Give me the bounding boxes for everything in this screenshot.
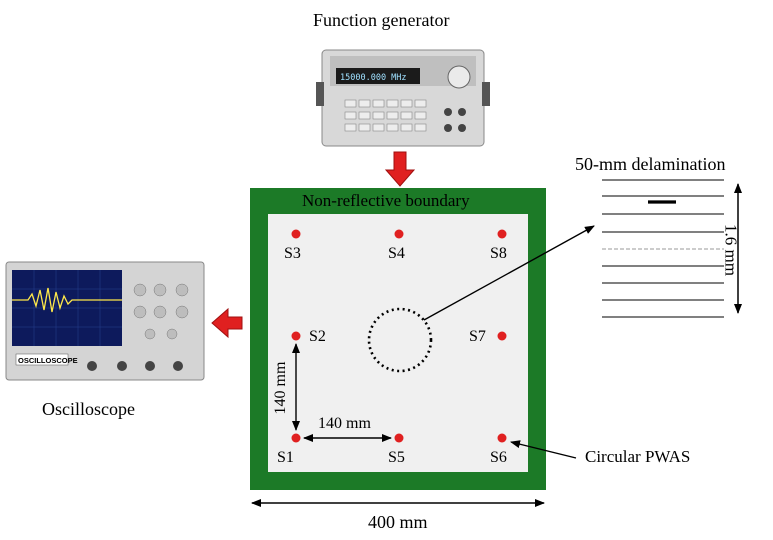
vertical-spacing-label: 140 mm <box>272 361 289 415</box>
sensor-label-s1: S1 <box>277 449 294 466</box>
delamination-label: 50-mm delamination <box>575 154 726 174</box>
thickness-label: 1.6 mm <box>721 224 741 276</box>
sensor-s1 <box>291 433 301 443</box>
sensor-label-s3: S3 <box>284 245 301 262</box>
scope-controls <box>133 283 189 340</box>
oscilloscope-label: Oscilloscope <box>42 399 135 419</box>
generator-display-text: 15000.000 MHz <box>340 73 407 83</box>
sensor-s8 <box>497 229 507 239</box>
sensor-s5 <box>394 433 404 443</box>
signal-arrow-left <box>211 307 243 339</box>
sensor-s7 <box>497 331 507 341</box>
generator-knob <box>447 65 471 89</box>
plate-inspection-area <box>268 214 528 472</box>
sensor-label-s5: S5 <box>388 449 405 466</box>
laminate-cross-section <box>602 179 724 318</box>
generator-display <box>336 68 420 84</box>
sensor-s2 <box>291 331 301 341</box>
sensor-label-s8: S8 <box>490 245 507 262</box>
pwas-pointer <box>510 440 577 459</box>
sensor-label-s6: S6 <box>490 449 507 466</box>
delamination-pointer <box>423 225 595 321</box>
sensor-label-s7: S7 <box>469 328 486 345</box>
sensor-array <box>291 229 507 443</box>
scope-panel-label: OSCILLOSCOPE <box>18 356 78 365</box>
pwas-label: Circular PWAS <box>585 447 691 466</box>
horizontal-spacing-label: 140 mm <box>318 415 371 432</box>
sensor-label-s2: S2 <box>309 328 326 345</box>
function-generator-label: Function generator <box>313 10 450 30</box>
signal-arrow-down <box>384 151 416 187</box>
function-generator-device: 15000.000 MHz <box>316 49 490 147</box>
generator-keypad <box>344 99 427 132</box>
sensor-label-s4: S4 <box>388 245 405 262</box>
sensor-s4 <box>394 229 404 239</box>
delamination-zone <box>367 307 433 373</box>
plate-width-label: 400 mm <box>368 512 428 532</box>
scope-waveform <box>12 287 122 313</box>
sensor-s6 <box>497 433 507 443</box>
boundary-label: Non-reflective boundary <box>302 191 470 210</box>
sensor-s3 <box>291 229 301 239</box>
oscilloscope-device: OSCILLOSCOPE <box>5 261 205 381</box>
